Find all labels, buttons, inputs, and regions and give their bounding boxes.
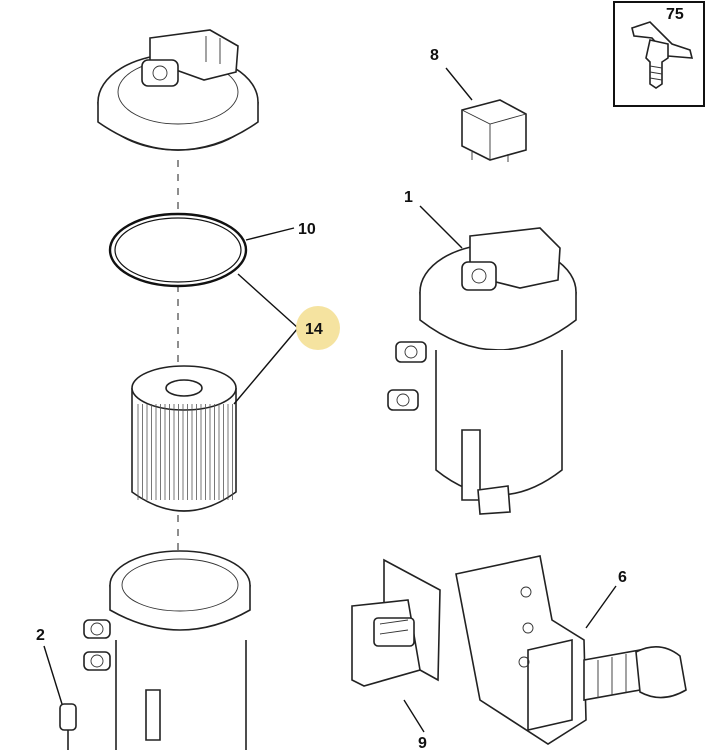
- sensor-part-9: [351, 558, 441, 687]
- callout-10[interactable]: 10: [298, 221, 316, 238]
- callout-1[interactable]: 1: [404, 189, 413, 206]
- callout-9[interactable]: 9: [418, 735, 427, 750]
- highlight-callout-14: [296, 306, 340, 350]
- relay-part-8: [461, 99, 527, 162]
- o-ring-part-10: [108, 212, 248, 288]
- callout-6[interactable]: 6: [618, 569, 627, 586]
- inset-part-75: [613, 1, 705, 107]
- callout-8[interactable]: 8: [430, 47, 439, 64]
- callout-14[interactable]: 14: [305, 321, 323, 338]
- fitting-part-2: [59, 703, 77, 750]
- callout-labels[interactable]: 75 8 1 10 14 2 6 9: [36, 6, 684, 750]
- callout-75[interactable]: 75: [666, 6, 684, 23]
- callout-2[interactable]: 2: [36, 627, 45, 644]
- filter-pleats: [137, 404, 233, 500]
- filter-element-part-14: [131, 365, 237, 512]
- filter-bowl: [83, 550, 251, 750]
- filter-assembly-part-1: [387, 227, 577, 515]
- leader-lines: [43, 67, 617, 733]
- bracket-part-6: [455, 555, 687, 745]
- filter-cap: [97, 29, 259, 151]
